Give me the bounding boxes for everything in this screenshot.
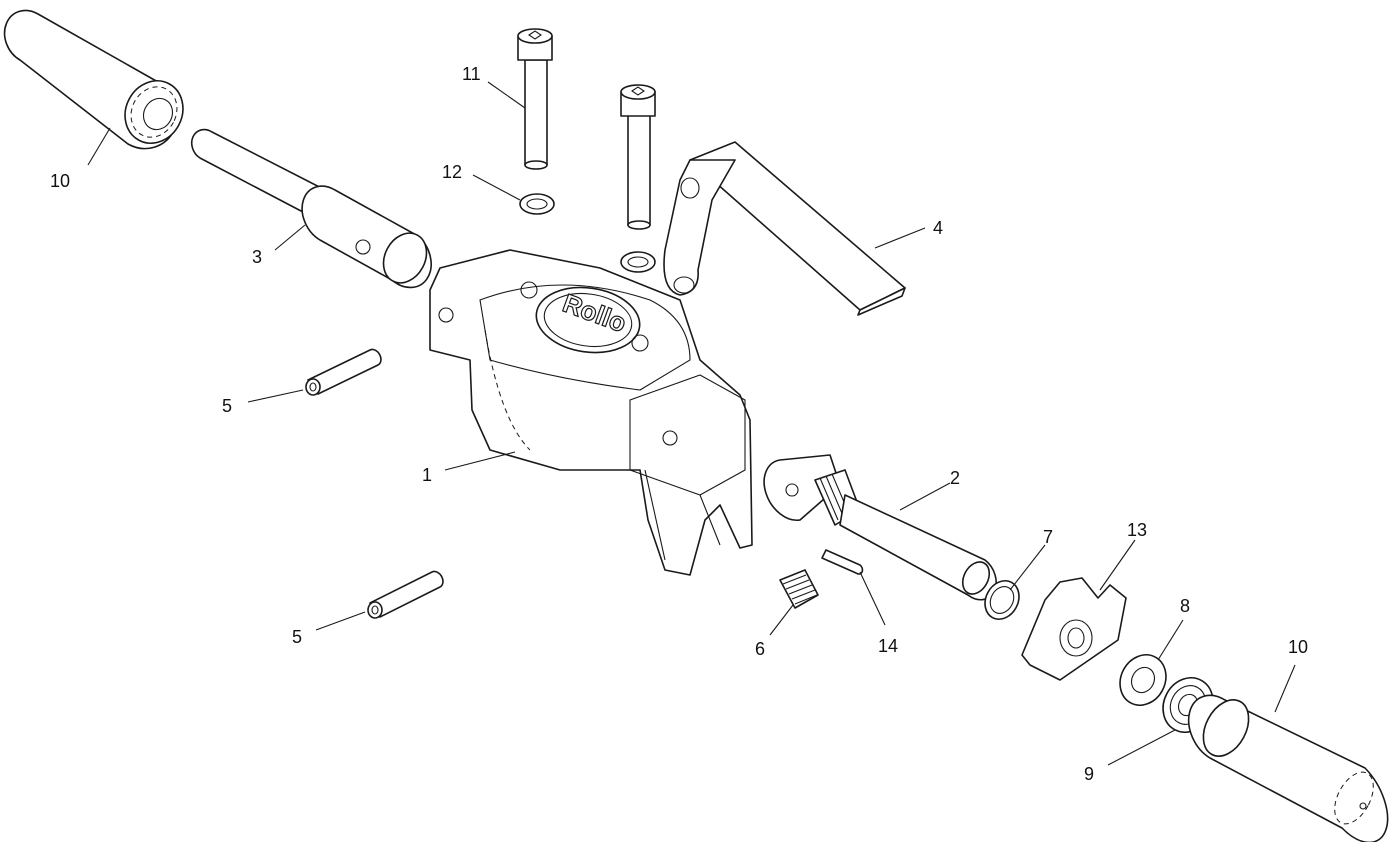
callout-10-left: 10: [50, 171, 70, 191]
callout-5-upper: 5: [222, 396, 232, 416]
callout-labels: 10 11 12 3 4 5 1 2 7 13 5 6 14 8 9 10: [50, 64, 1308, 784]
callout-2: 2: [950, 468, 960, 488]
part-13-cam-plate: [1021, 577, 1127, 681]
part-11-bolt-left: [517, 28, 553, 170]
part-11-bolt-right: [620, 84, 656, 230]
leader-lines: [87, 81, 1296, 766]
callout-5-lower: 5: [292, 627, 302, 647]
part-2-spindle: [763, 454, 997, 601]
callout-1: 1: [422, 465, 432, 485]
callout-13: 13: [1127, 520, 1147, 540]
callout-9: 9: [1084, 764, 1094, 784]
callout-10-right: 10: [1288, 637, 1308, 657]
callout-8: 8: [1180, 596, 1190, 616]
part-6-spring: [779, 569, 819, 609]
part-1-main-body: Rollo: [429, 249, 753, 576]
part-10-roller-left: [3, 9, 184, 150]
callout-14: 14: [878, 636, 898, 656]
part-12-washer-right: [620, 251, 656, 273]
part-5-pin-lower: [367, 570, 444, 619]
callout-6: 6: [755, 639, 765, 659]
part-3-shaft: [190, 128, 432, 289]
part-12-washer-left: [519, 193, 555, 215]
callout-7: 7: [1043, 527, 1053, 547]
callout-3: 3: [252, 247, 262, 267]
part-10-roller-right: [1187, 694, 1389, 842]
callout-12: 12: [442, 162, 462, 182]
callout-11: 11: [462, 64, 481, 84]
part-5-pin-upper: [305, 348, 382, 396]
part-7-retaining-ring: [984, 580, 1020, 620]
part-14-small-pin: [821, 549, 864, 575]
part-8-washer: [1119, 654, 1167, 706]
part-4-lever-handle: [663, 141, 906, 316]
callout-4: 4: [933, 218, 943, 238]
